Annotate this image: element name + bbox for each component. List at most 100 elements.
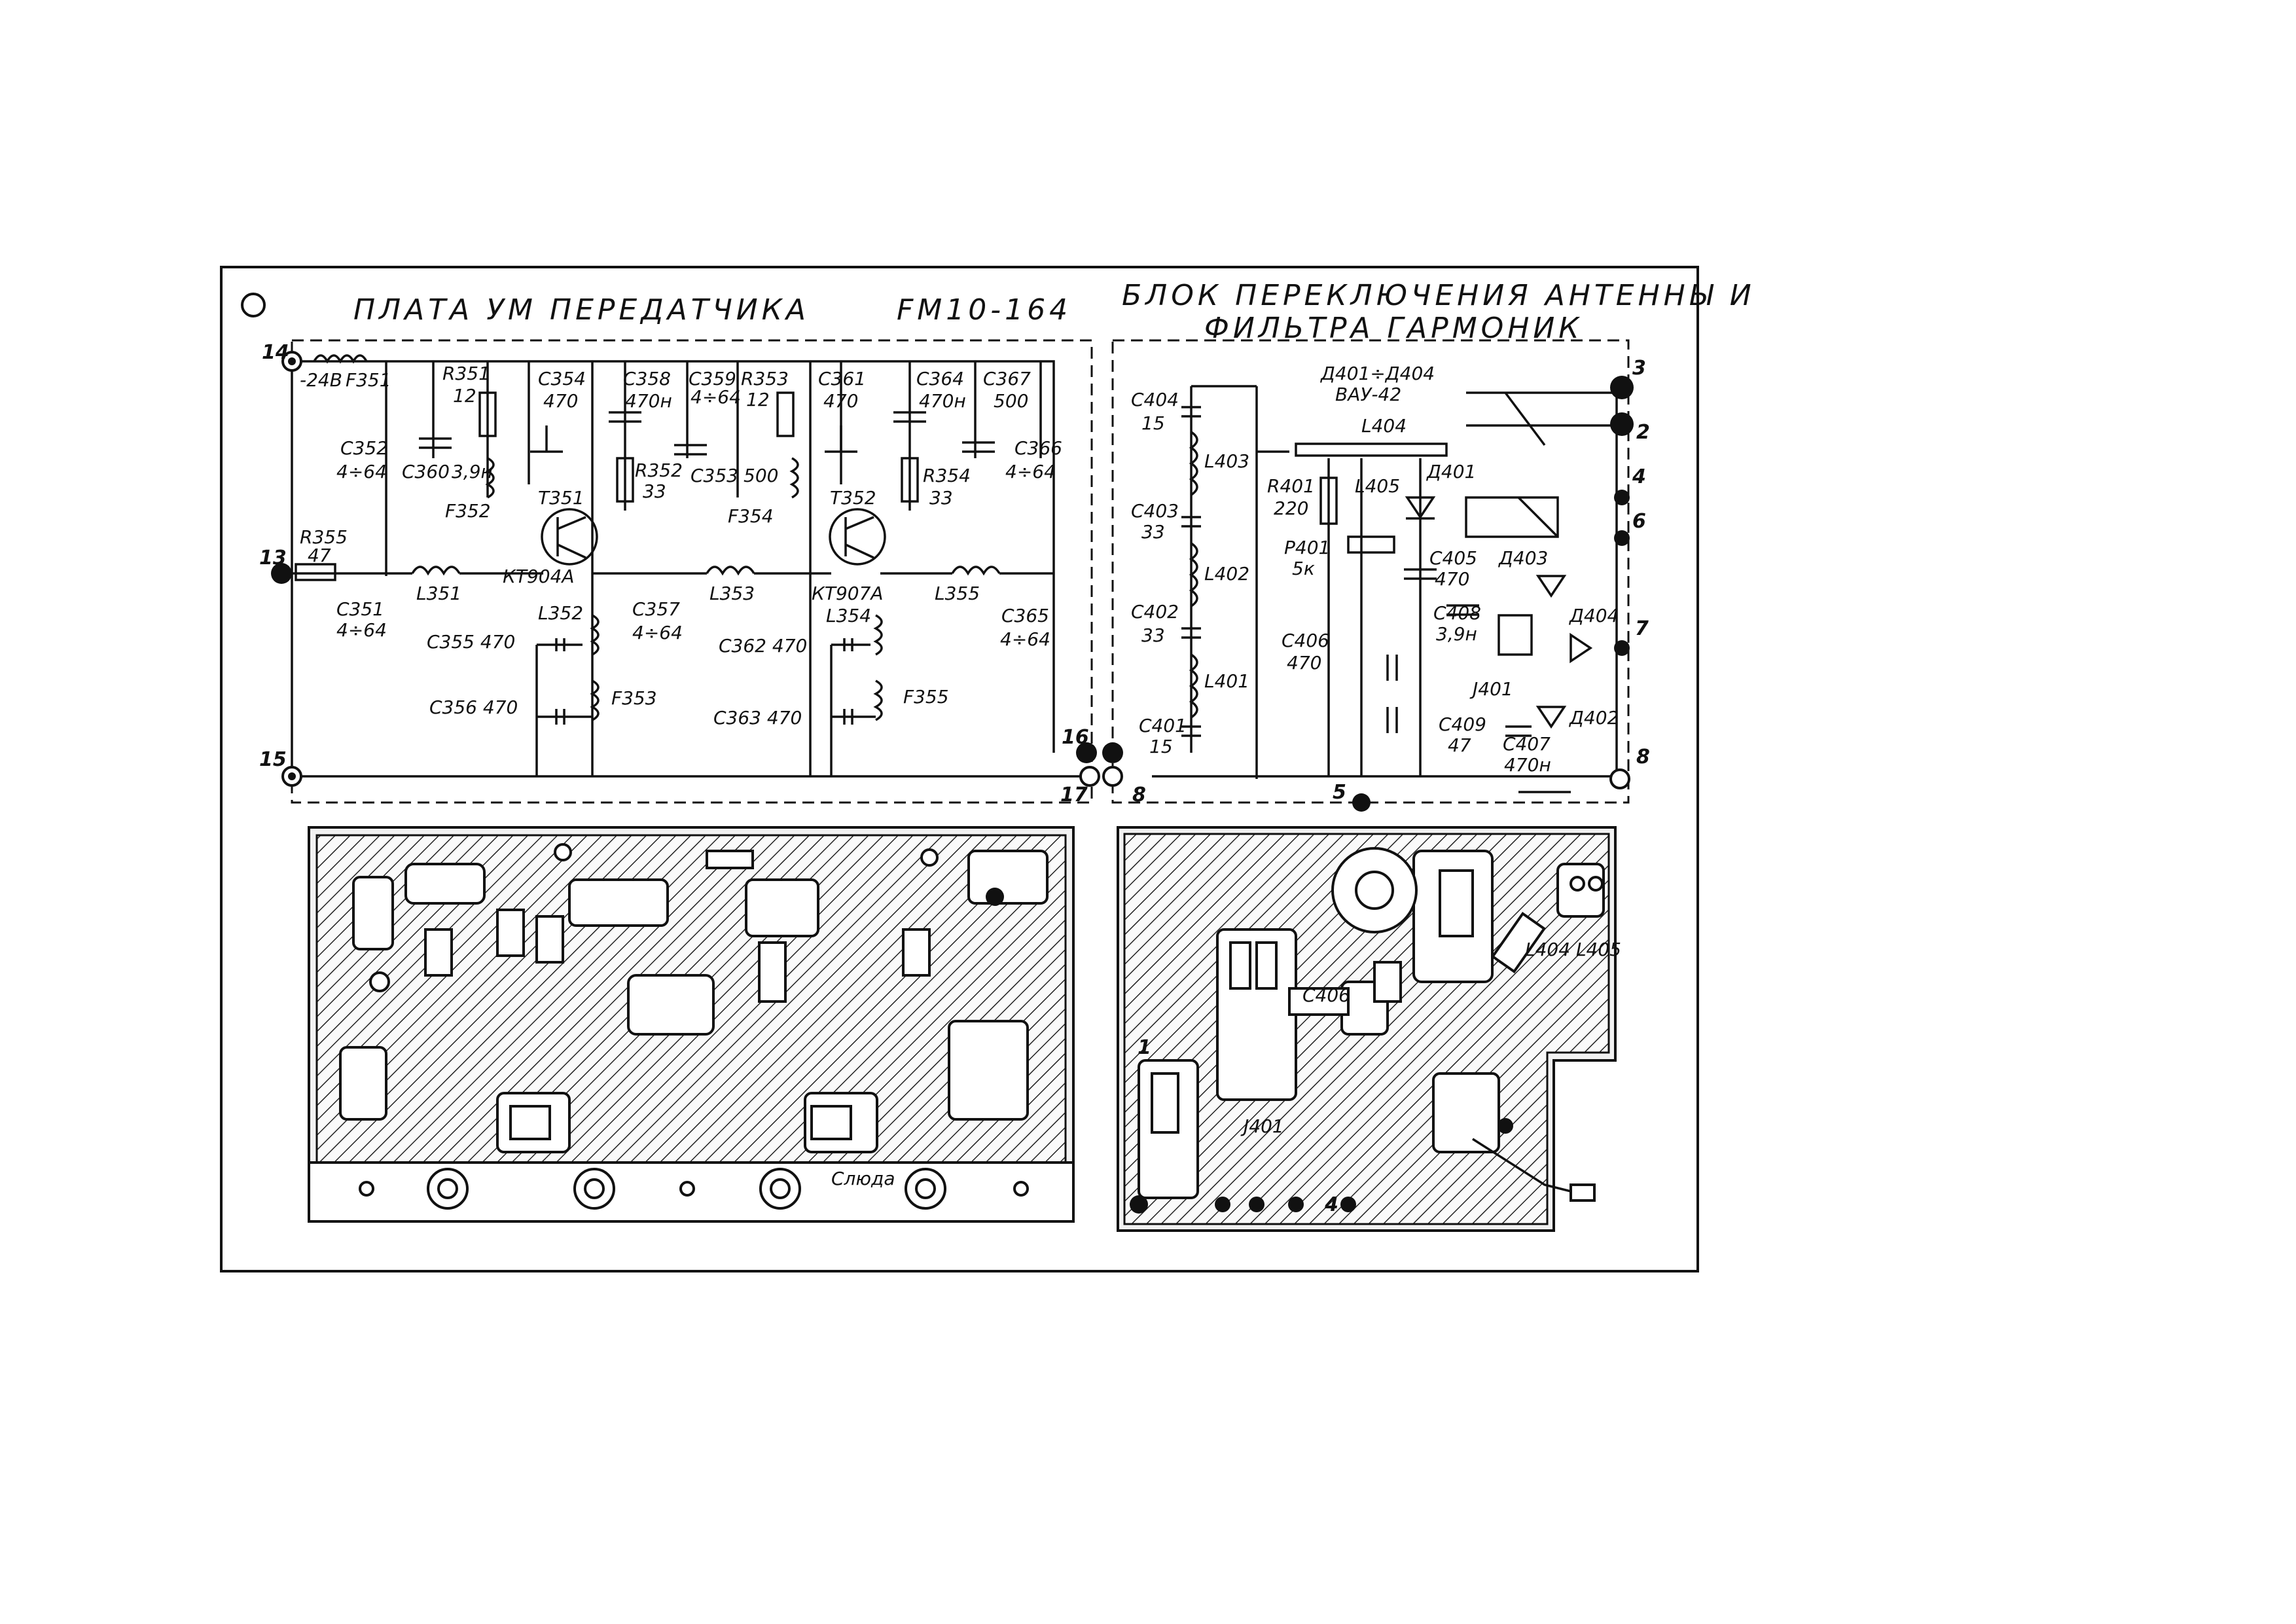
label-c405: C405 bbox=[1429, 547, 1477, 569]
label-c367-val: 500 bbox=[994, 390, 1028, 412]
pin-13-label: 13 bbox=[259, 547, 287, 569]
label-r352-val: 33 bbox=[643, 480, 666, 502]
label-d403: Д403 bbox=[1498, 547, 1548, 569]
label-kt904: КТ904А bbox=[503, 566, 575, 587]
right-title-line1: БЛОК ПЕРЕКЛЮЧЕНИЯ АНТЕННЫ И bbox=[1122, 279, 1755, 312]
label-j401: J401 bbox=[1469, 678, 1513, 700]
label-c359-val: 4÷64 bbox=[691, 386, 741, 408]
label-c353: C353 bbox=[691, 465, 738, 486]
label-r354: R354 bbox=[923, 465, 971, 486]
label-r351-val: 12 bbox=[453, 385, 476, 406]
label-c361-val: 470 bbox=[823, 390, 858, 412]
antenna-block-dashed-outline bbox=[1111, 339, 1630, 804]
label-c404: C404 bbox=[1131, 389, 1179, 410]
label-c366: C366 bbox=[1014, 437, 1062, 459]
label-f355: F355 bbox=[903, 686, 949, 708]
label-c355: C355 470 bbox=[427, 631, 515, 653]
pin-14-label: 14 bbox=[262, 341, 289, 364]
pin-15-label: 15 bbox=[259, 748, 287, 771]
label-c365-val: 4÷64 bbox=[1000, 628, 1050, 650]
label-c405-val: 470 bbox=[1435, 568, 1469, 590]
label-r352: R352 bbox=[635, 460, 683, 481]
label-c364-val: 470н bbox=[919, 390, 966, 412]
label-r355-val: 47 bbox=[308, 545, 331, 566]
corner-hole bbox=[241, 293, 266, 317]
label-d401: Д401 bbox=[1426, 461, 1476, 482]
label-f354: F354 bbox=[728, 505, 774, 527]
label-c353-val: 500 bbox=[744, 465, 778, 486]
pin-8-right-label: 8 bbox=[1636, 746, 1650, 768]
label-c360: C360 bbox=[402, 461, 450, 482]
label-c409-val: 47 bbox=[1448, 734, 1471, 756]
pin-4-label: 4 bbox=[1632, 465, 1646, 488]
pin-17-label: 17 bbox=[1060, 784, 1088, 806]
label-c360-val: 3,9н bbox=[452, 461, 493, 482]
pin-16-label: 16 bbox=[1062, 726, 1089, 749]
label-f352: F352 bbox=[445, 500, 491, 522]
label-c367: C367 bbox=[983, 368, 1031, 389]
label-c357: C357 bbox=[632, 598, 680, 620]
label-t352: T352 bbox=[830, 487, 876, 509]
label-c358-val: 470н bbox=[625, 390, 672, 412]
label-c401: C401 bbox=[1139, 715, 1187, 736]
label-c366-val: 4÷64 bbox=[1005, 461, 1056, 482]
label-c351: C351 bbox=[336, 598, 384, 620]
label-r354-val: 33 bbox=[929, 487, 953, 509]
pa-board-pcb-layout: Слюда bbox=[308, 826, 1075, 1223]
label-diodes: Д401÷Д404 bbox=[1319, 363, 1435, 384]
label-kt907: КТ907А bbox=[812, 583, 884, 604]
pin-8-left-label: 8 bbox=[1132, 784, 1146, 806]
label-c409: C409 bbox=[1439, 713, 1486, 735]
label-c407-val: 470н bbox=[1504, 754, 1551, 776]
pcb-pin4-label: 4 bbox=[1324, 1193, 1338, 1216]
label-r353-val: 12 bbox=[746, 389, 770, 410]
label-diode-type: ВАУ-42 bbox=[1335, 384, 1401, 405]
label-c363: C363 470 bbox=[713, 707, 802, 729]
label-l404: L404 bbox=[1361, 415, 1407, 437]
label-c354-val: 470 bbox=[543, 390, 578, 412]
pin-6-label: 6 bbox=[1632, 510, 1646, 533]
label-c352-val: 4÷64 bbox=[336, 461, 387, 482]
label-c407: C407 bbox=[1503, 733, 1551, 755]
antenna-switch-pcb-layout: L404 L405 J401 C406 4 1 bbox=[1117, 826, 1621, 1232]
label-d402: Д402 bbox=[1568, 707, 1619, 729]
label-l405: L405 bbox=[1355, 475, 1400, 497]
label-c364: C364 bbox=[916, 368, 964, 389]
label-c402-val: 33 bbox=[1141, 624, 1165, 646]
pa-board-dashed-outline bbox=[291, 339, 1093, 804]
label-c358: C358 bbox=[623, 368, 671, 389]
label-c351-val: 4÷64 bbox=[336, 619, 387, 641]
label-l354: L354 bbox=[826, 605, 871, 626]
label-c359: C359 bbox=[689, 368, 736, 389]
label-c361: C361 bbox=[818, 368, 866, 389]
label-r353: R353 bbox=[741, 368, 789, 389]
label-c408-val: 3,9н bbox=[1436, 623, 1477, 645]
label-c406-val: 470 bbox=[1287, 652, 1321, 674]
outer-frame bbox=[220, 266, 1699, 1272]
label-f353: F353 bbox=[611, 687, 657, 709]
pa-components bbox=[369, 843, 1004, 1140]
label-c408: C408 bbox=[1433, 602, 1481, 624]
pin-2-label: 2 bbox=[1636, 421, 1650, 444]
label-c404-val: 15 bbox=[1141, 412, 1165, 434]
label-c354: C354 bbox=[538, 368, 586, 389]
antenna-components bbox=[1130, 847, 1604, 1214]
label-l403: L403 bbox=[1204, 450, 1249, 472]
model-label: FM10-164 bbox=[897, 293, 1071, 327]
label-l401: L401 bbox=[1204, 670, 1249, 692]
pcb-pin1-label: 1 bbox=[1138, 1036, 1151, 1059]
label-p401-val: 5к bbox=[1292, 558, 1315, 579]
pcb-l404-l405-label: L404 L405 bbox=[1525, 939, 1621, 960]
label-l352: L352 bbox=[538, 602, 583, 624]
label-c403: C403 bbox=[1131, 500, 1179, 522]
pin-5-label: 5 bbox=[1333, 781, 1346, 804]
label-r355: R355 bbox=[300, 526, 348, 548]
label-r401: R401 bbox=[1267, 475, 1315, 497]
label-l351: L351 bbox=[416, 583, 461, 604]
label-r351: R351 bbox=[442, 363, 490, 384]
label-c357-val: 4÷64 bbox=[632, 622, 683, 643]
label-c362: C362 470 bbox=[719, 635, 807, 657]
pin-7-label: 7 bbox=[1635, 617, 1649, 640]
label-c406: C406 bbox=[1282, 630, 1329, 651]
